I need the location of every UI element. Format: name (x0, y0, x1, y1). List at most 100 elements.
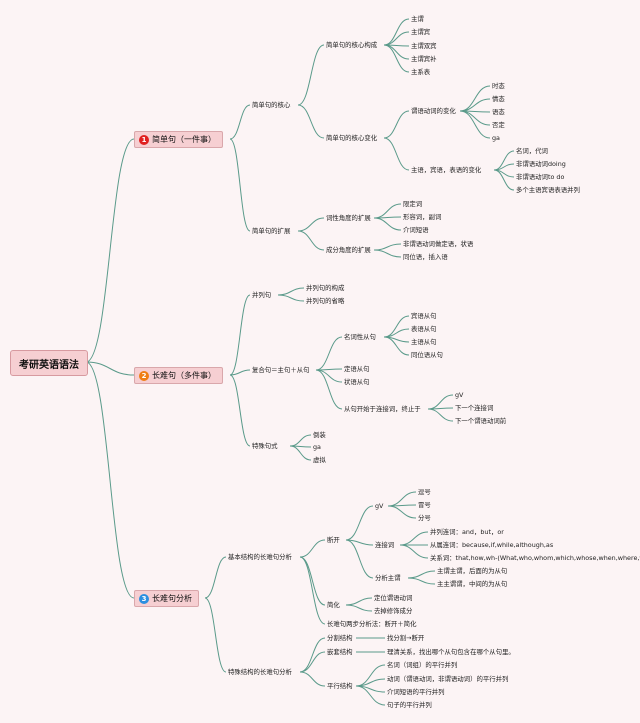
connector (315, 336, 343, 371)
node-basic-analysis[interactable]: 基本结构的长难句分析 (228, 553, 292, 561)
node-parallel[interactable]: 平行结构 (327, 682, 353, 690)
branch-label: 长难句（多件事） (152, 371, 216, 380)
node-simplify[interactable]: 简化 (327, 601, 340, 609)
branch-label: 简单句（一件事） (152, 135, 216, 144)
node-split[interactable]: 断开 (327, 536, 340, 544)
leaf-node: 主语从句 (411, 338, 437, 346)
leaf-node: ga (313, 443, 321, 451)
connector (383, 31, 410, 46)
connector (229, 138, 251, 232)
connector (459, 85, 491, 112)
connector (459, 110, 491, 139)
node-two-steps[interactable]: 长难句两步分析法：断开＋简化 (327, 620, 417, 628)
connector (373, 217, 402, 231)
node-part-expand[interactable]: 成分角度的扩展 (326, 246, 371, 254)
leaf-node: 去掉修饰成分 (374, 607, 413, 615)
leaf-node: 并列连词：and，but，or (430, 528, 504, 536)
connector (204, 597, 227, 673)
node-verb-change[interactable]: 谓语动词的变化 (411, 107, 456, 115)
node-word-expand[interactable]: 词性角度的扩展 (326, 214, 371, 222)
connector (373, 243, 402, 251)
connector (289, 445, 312, 461)
connector (383, 44, 410, 60)
node-special-sentence[interactable]: 特殊句式 (252, 442, 278, 450)
node-conjunction[interactable]: 连接词 (375, 541, 395, 549)
branch-simple-sentence[interactable]: 1 简单句（一件事） (134, 131, 223, 148)
leaf-node: 倒装 (313, 431, 326, 439)
connector (299, 671, 326, 687)
leaf-node: 非谓语动词to do (516, 173, 565, 181)
leaf-node: 语态 (492, 108, 505, 116)
number-badge-2: 2 (139, 370, 149, 381)
connector (299, 651, 326, 673)
connector (355, 685, 386, 706)
leaf-node: 主主谓谓，中间的为从句 (437, 580, 508, 588)
connector (229, 374, 251, 447)
connector (383, 110, 410, 139)
connector (373, 203, 402, 219)
leaf-node: 关系词：that,how,wh-(What,who,whom,which,who… (430, 554, 640, 562)
connector (204, 556, 227, 599)
leaf-node: 限定词 (403, 200, 423, 208)
root-connector (85, 361, 135, 599)
connector (493, 169, 515, 191)
connector (299, 539, 326, 558)
connector (383, 44, 410, 73)
connector (289, 434, 312, 447)
leaf-node: 主谓 (411, 15, 424, 23)
connector (387, 505, 417, 519)
node-special-analysis[interactable]: 特殊结构的长难句分析 (228, 668, 292, 676)
node-simple-core[interactable]: 简单句的核心 (252, 101, 291, 109)
branch-long-sentence[interactable]: 2 长难句（多件事） (134, 367, 223, 384)
root-node[interactable]: 考研英语语法 (10, 350, 88, 376)
node-coordinate[interactable]: 并列句 (252, 291, 272, 299)
leaf-node: 找分割→断开 (387, 634, 425, 642)
connector (297, 44, 325, 106)
connector (229, 104, 251, 140)
connector (383, 137, 410, 171)
connector (387, 491, 417, 507)
node-gv[interactable]: gV (375, 502, 384, 510)
connector (345, 505, 374, 541)
node-divide[interactable]: 分割结构 (327, 634, 353, 642)
leaf-node: 主谓宾 (411, 28, 431, 36)
connector (297, 104, 325, 139)
connector (399, 544, 429, 559)
node-clause-boundary[interactable]: 从句开始于连接词，终止于 (344, 405, 421, 413)
connector (427, 394, 454, 410)
connector (459, 110, 491, 126)
leaf-node: 下一个谓语动词前 (455, 417, 507, 425)
branch-long-sentence-analysis[interactable]: 3 长难句分析 (134, 590, 199, 607)
node-simple-expand[interactable]: 简单句的扩展 (252, 227, 291, 235)
leaf-node: 同位语，插入语 (403, 253, 448, 261)
leaf-node: 形容词，副词 (403, 213, 442, 221)
leaf-node: 多个主语宾语表语并列 (516, 186, 580, 194)
leaf-node: ga (492, 134, 500, 142)
connector (297, 230, 325, 251)
leaf-node: 句子的平行并列 (387, 701, 432, 709)
node-noun-clause[interactable]: 名词性从句 (344, 333, 376, 341)
leaf-node: 介词短语 (403, 226, 429, 234)
connector (315, 369, 343, 410)
node-core-structure[interactable]: 简单句的核心构成 (326, 41, 378, 49)
number-badge-3: 3 (139, 593, 149, 604)
leaf-node: 从属连词：because,if,while,although,as (430, 541, 554, 549)
connector (373, 249, 402, 258)
leaf-node: 虚拟 (313, 456, 326, 464)
connector (383, 315, 410, 338)
connector (229, 369, 251, 376)
node-core-change[interactable]: 简单句的核心变化 (326, 134, 378, 142)
leaf-node: 非谓语动词做定语，状语 (403, 240, 474, 248)
connector (299, 637, 326, 673)
node-analyze-subject[interactable]: 分析主谓 (375, 574, 401, 582)
leaf-node: 定位谓语动词 (374, 594, 413, 602)
node-adv-clause[interactable]: 状语从句 (344, 378, 370, 386)
node-complex[interactable]: 复合句＝主句＋从句 (252, 366, 310, 374)
connector (407, 570, 436, 579)
leaf-node: 主谓主谓，后面的为从句 (437, 567, 508, 575)
node-nest[interactable]: 嵌套结构 (327, 648, 353, 656)
node-attr-clause[interactable]: 定语从句 (344, 365, 370, 373)
leaf-node: 主谓双宾 (411, 42, 437, 50)
node-svo-change[interactable]: 主语，宾语，表语的变化 (411, 166, 482, 174)
leaf-node: 情态 (492, 95, 505, 103)
